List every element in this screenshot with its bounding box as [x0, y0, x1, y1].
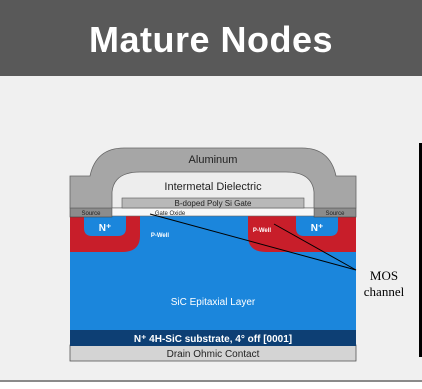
gate-oxide-layer — [111, 207, 315, 217]
mos-pointer-left — [149, 213, 357, 271]
drain-label: Drain Ohmic Contact — [167, 349, 260, 360]
substrate-label: N⁺ 4H-SiC substrate, 4° off [0001] — [134, 334, 292, 345]
bottom-divider — [0, 380, 422, 382]
n-plus-right — [296, 216, 338, 236]
gate-oxide-label: Gate Oxide — [155, 211, 186, 217]
mos-label-line2: channel — [364, 284, 405, 299]
aluminum-label: Aluminum — [189, 154, 238, 166]
slide-title: Mature Nodes — [88, 19, 334, 60]
p-well-left-label: P-Well — [151, 233, 170, 239]
p-well-right-label: P-Well — [253, 228, 272, 234]
gate-label: B-doped Poly Si Gate — [175, 199, 252, 208]
source-right-label: Source — [325, 211, 345, 217]
substrate-layer — [70, 330, 356, 346]
mos-pointer-right — [273, 223, 357, 271]
n-plus-left-label: N⁺ — [99, 223, 112, 234]
mos-label-line1: MOS — [370, 268, 398, 283]
title-banner — [0, 0, 422, 76]
right-edge-bar — [419, 143, 422, 357]
epi-layer-label: SiC Epitaxial Layer — [171, 297, 256, 308]
poly-gate-layer — [121, 197, 305, 209]
dielectric-label: Intermetal Dielectric — [164, 181, 262, 193]
n-plus-right-label: N⁺ — [311, 223, 324, 234]
n-plus-left — [84, 216, 126, 236]
source-left-label: Source — [81, 211, 101, 217]
